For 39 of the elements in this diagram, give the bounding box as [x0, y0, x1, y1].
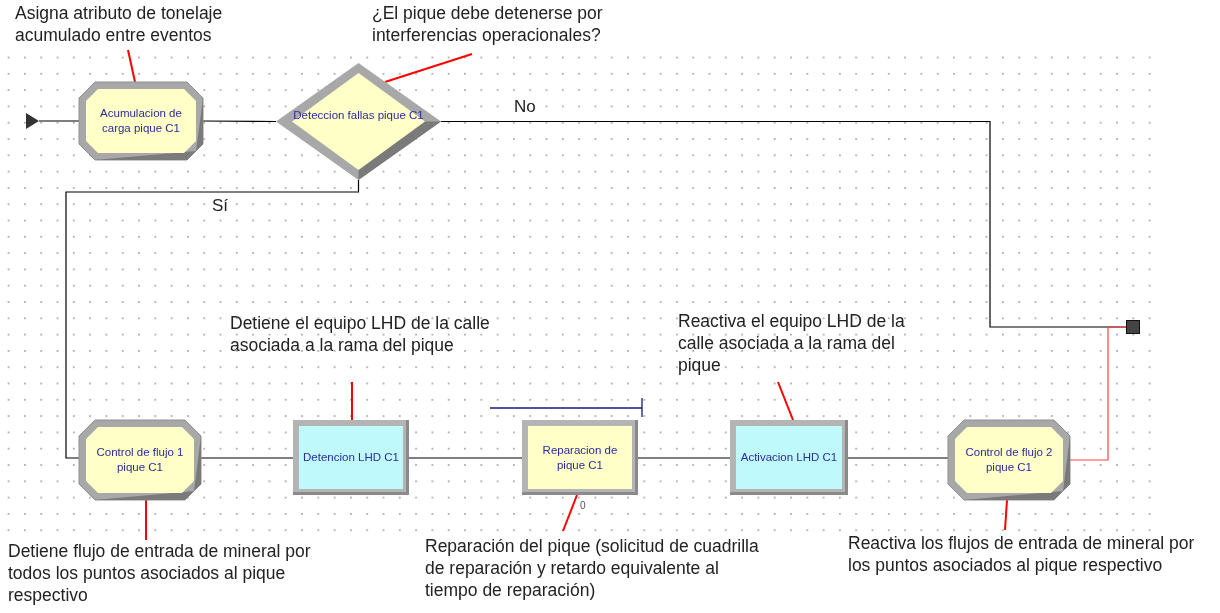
process-octagon: [948, 420, 1070, 500]
connector-line: [847, 457, 949, 459]
annotation-text: Asigna atributo de tonelaje acumulado entre eventos: [15, 2, 267, 48]
leader-line: [1004, 499, 1008, 531]
counter-value: 0: [580, 500, 586, 511]
annotation-text: Reparación del pique (solicitud de cuadrilla de reparación y retardo equivalente al tiempo de reparación): [425, 535, 770, 605]
process-octagon: [79, 420, 201, 500]
leader-line: [145, 499, 147, 541]
connector-line: [65, 179, 360, 459]
process-label: Deteccion fallas pique C1: [292, 108, 425, 123]
process-octagon: [79, 82, 203, 160]
connector-line: [200, 457, 294, 459]
leader-line: [777, 381, 794, 421]
annotation-text: Detiene flujo de entrada de mineral por todos los puntos asociados al pique respectivo: [8, 540, 336, 610]
process-box: [293, 420, 409, 495]
leader-line: [127, 49, 136, 83]
connector-line: [202, 120, 277, 123]
process-label: Detencion LHD C1: [302, 450, 400, 465]
connector-line: [408, 457, 523, 459]
exit-square: [1126, 320, 1140, 334]
annotation-text: Reactiva el equipo LHD de la calle asociada a la rama del pique: [678, 310, 906, 378]
decision-diamond: [276, 63, 441, 180]
leader-line: [384, 53, 473, 83]
process-label: Control de flujo 1 pique C1: [95, 445, 185, 475]
annotation-text: ¿El pique debe detenerse por interferencias operacionales?: [372, 2, 652, 48]
connector-line: [1069, 326, 1127, 461]
entry-triangle: [26, 113, 39, 129]
process-label: Activacion LHD C1: [739, 450, 839, 465]
connector-line: [637, 457, 731, 459]
leader-line: [562, 494, 578, 532]
process-box: [730, 420, 848, 495]
connector-line: [38, 120, 80, 122]
process-label: Reparacion de pique C1: [541, 442, 619, 473]
leader-line: [351, 381, 353, 421]
process-label: Control de flujo 2 pique C1: [964, 445, 1054, 475]
process-label: Acumulacion de carga pique C1: [99, 106, 183, 136]
annotation-text: Detiene el equipo LHD de la calle asociada a la rama del pique: [230, 312, 500, 380]
process-box: [522, 420, 638, 495]
annotation-text: Reactiva los flujos de entrada de mineral por los puntos asociados al pique respectivo: [848, 532, 1220, 602]
